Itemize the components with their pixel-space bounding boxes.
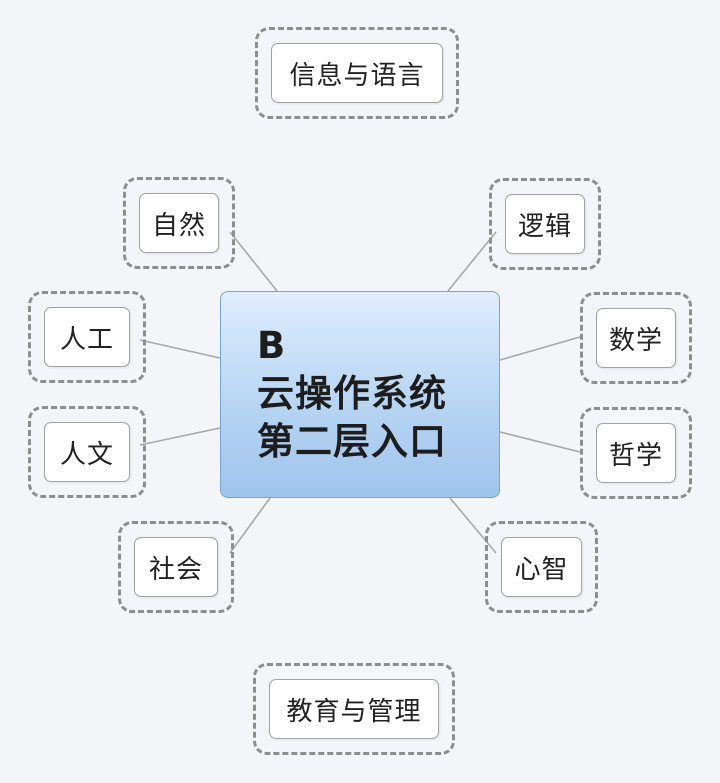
node-shehui[interactable]: 社会 — [118, 521, 234, 613]
node-label: 人文 — [44, 422, 130, 482]
connector-xinzhi — [449, 497, 497, 554]
node-label: 数学 — [596, 308, 676, 368]
central-topic-line-2: 第二层入口 — [257, 420, 447, 463]
node-education-management[interactable]: 教育与管理 — [253, 663, 455, 755]
connector-renwen — [139, 427, 221, 446]
node-label: 哲学 — [596, 423, 676, 483]
connector-luoji — [447, 231, 497, 292]
node-label: 逻辑 — [505, 194, 585, 254]
node-ziran[interactable]: 自然 — [123, 177, 235, 269]
connector-shehui — [229, 497, 271, 554]
node-zhexue[interactable]: 哲学 — [580, 407, 692, 499]
node-shuxue[interactable]: 数学 — [580, 292, 692, 384]
connector-rengong — [139, 339, 221, 359]
node-label: 社会 — [134, 537, 218, 597]
node-info-language[interactable]: 信息与语言 — [255, 27, 459, 119]
node-label: 人工 — [44, 307, 130, 367]
connector-ziran — [229, 231, 278, 292]
central-topic-line-1: 云操作系统 — [257, 372, 447, 415]
node-renwen[interactable]: 人文 — [28, 406, 146, 498]
node-label: 教育与管理 — [269, 679, 439, 739]
node-label: 自然 — [139, 193, 219, 253]
central-topic[interactable]: B 云操作系统 第二层入口 — [220, 291, 500, 498]
central-topic-letter: B — [257, 324, 287, 367]
node-label: 信息与语言 — [271, 43, 443, 103]
node-rengong[interactable]: 人工 — [28, 291, 146, 383]
node-xinzhi[interactable]: 心智 — [485, 521, 598, 613]
node-label: 心智 — [501, 537, 582, 597]
connector-zhexue — [499, 431, 581, 453]
connector-shuxue — [499, 336, 581, 361]
node-luoji[interactable]: 逻辑 — [489, 178, 601, 270]
